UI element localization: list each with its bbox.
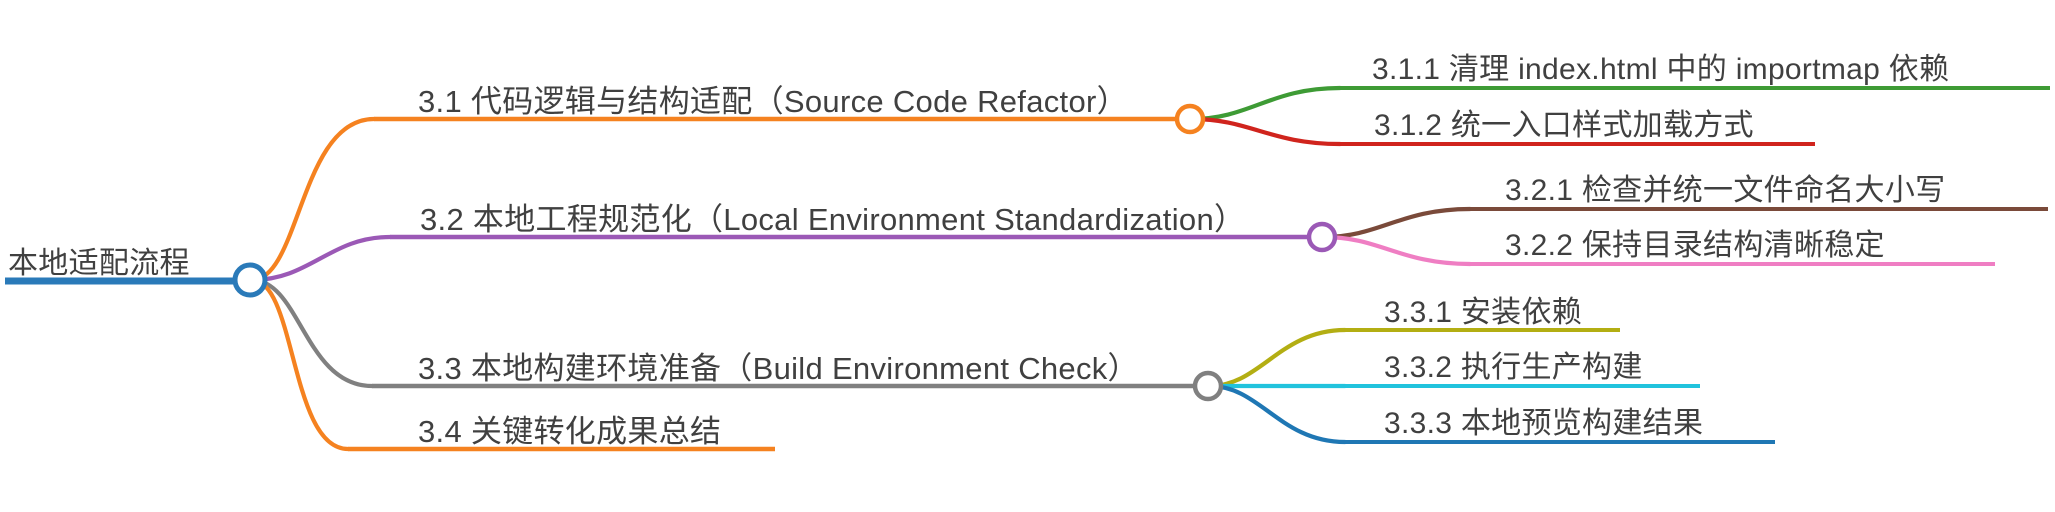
leaf-label-3-3-3[interactable]: 3.3.3 本地预览构建结果 — [1384, 407, 1704, 440]
leaf-label-3-3-1[interactable]: 3.3.1 安装依赖 — [1384, 296, 1583, 329]
branch-label-3-3[interactable]: 3.3 本地构建环境准备（Build Environment Check） — [418, 351, 1139, 386]
connector-3.3-to-3.3.3 — [1207, 383, 1348, 445]
connector-3.3-to-3.3.1 — [1207, 327, 1348, 389]
root-node-circle[interactable] — [232, 262, 268, 298]
branch-label-3-1[interactable]: 3.1 代码逻辑与结构适配（Source Code Refactor） — [418, 84, 1128, 119]
connector-3.2-to-3.2.1 — [1321, 206, 1473, 240]
branch-label-3-4[interactable]: 3.4 关键转化成果总结 — [418, 414, 722, 449]
connector-3.2-to-3.2.2 — [1321, 234, 1473, 267]
leaf-label-3-1-1[interactable]: 3.1.1 清理 index.html 中的 importmap 依赖 — [1372, 53, 1950, 86]
connector-3.1-to-3.1.2 — [1189, 116, 1343, 147]
connector-root-to-3.2 — [249, 234, 393, 283]
branch-node-circle-3-1[interactable] — [1174, 103, 1206, 135]
branch-label-3-2[interactable]: 3.2 本地工程规范化（Local Environment Standardiz… — [420, 202, 1246, 237]
connector-3.1-to-3.1.1 — [1189, 85, 1343, 122]
root-node-label[interactable]: 本地适配流程 — [8, 247, 190, 280]
leaf-label-3-2-1[interactable]: 3.2.1 检查并统一文件命名大小写 — [1505, 174, 1946, 207]
leaf-label-3-3-2[interactable]: 3.3.2 执行生产构建 — [1384, 351, 1643, 384]
connector-root-to-3.4 — [249, 277, 351, 452]
branch-node-circle-3-2[interactable] — [1306, 221, 1338, 253]
leaf-label-3-1-2[interactable]: 3.1.2 统一入口样式加载方式 — [1374, 109, 1754, 142]
leaf-label-3-2-2[interactable]: 3.2.2 保持目录结构清晰稳定 — [1505, 229, 1885, 262]
connector-root-to-3.3 — [249, 277, 375, 389]
connector-root-to-3.1 — [249, 116, 377, 283]
branch-node-circle-3-3[interactable] — [1192, 370, 1224, 402]
